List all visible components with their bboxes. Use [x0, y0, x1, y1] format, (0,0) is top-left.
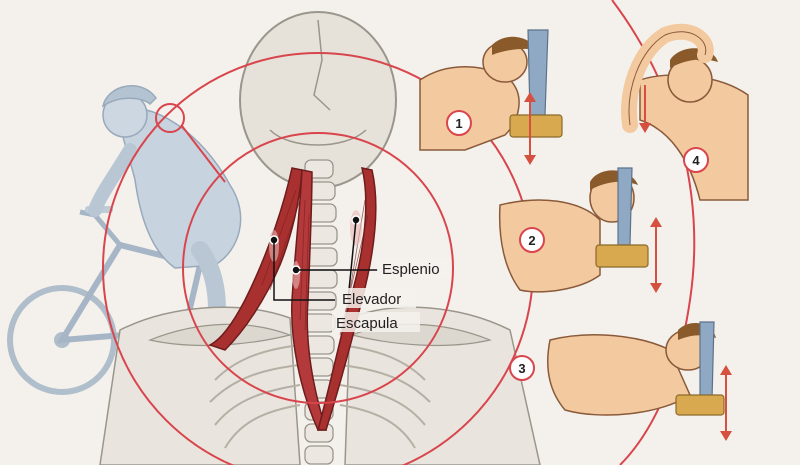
exercise-3-illustration [547, 321, 732, 441]
exercise-3-block [675, 394, 725, 416]
step-badge-2 [519, 227, 545, 253]
exercise-1-block [509, 114, 563, 138]
skull-base-line [269, 129, 367, 146]
step-number-1: 1 [455, 116, 462, 131]
exercise-3-band [699, 321, 715, 401]
step-badge-4 [683, 147, 709, 173]
step-badge-1 [446, 110, 472, 136]
exercise-4-illustration [621, 23, 749, 201]
label-escapula: Escapula [336, 315, 398, 332]
left-shoulder-bone [99, 306, 301, 465]
cyclist-illustration [7, 85, 242, 395]
neck-highlight-circle [155, 103, 185, 133]
exercise-2-band [617, 167, 633, 246]
inner-ring [182, 132, 454, 404]
arrow-down-icon [720, 431, 732, 441]
muscle-label-callouts [269, 215, 378, 301]
skeleton-illustration [99, 11, 541, 465]
exercise-1-hair [492, 36, 538, 55]
skull-suture [313, 19, 331, 111]
elevador-escapula-muscle-left [208, 167, 303, 351]
arrow-up-icon [524, 92, 536, 102]
arrow-up-icon [720, 365, 732, 375]
bike-front-wheel [7, 285, 117, 395]
exercise-3-body [547, 334, 691, 416]
arrow-up-icon [650, 217, 662, 227]
step-number-4: 4 [692, 153, 700, 168]
exercise-2-body [498, 199, 601, 293]
left-clavicle [147, 323, 293, 347]
arrow-down-icon [639, 123, 651, 133]
esplenio-muscle-right [317, 167, 377, 431]
exercise-1-illustration [419, 29, 563, 165]
label-esplenio: Esplenio [382, 261, 440, 278]
bike-handlebar [79, 209, 122, 247]
step-number-3: 3 [518, 361, 525, 376]
exercise-4-arm-outline [628, 31, 707, 126]
neck-highlight-connector [181, 125, 226, 183]
exercise-2-illustration [498, 167, 662, 293]
arrow-down-icon [650, 283, 662, 293]
rider-arm [88, 143, 137, 217]
ribcage [209, 344, 431, 449]
exercise-2-block [595, 244, 649, 268]
step-badge-3 [509, 355, 535, 381]
helmet-icon [101, 85, 157, 108]
step-badges: 1 2 3 4 [446, 110, 709, 381]
callout-line-esplenio-right [347, 219, 357, 301]
step-number-2: 2 [528, 233, 535, 248]
label-elevador: Elevador [342, 291, 401, 308]
callout-line-elevador [273, 240, 335, 301]
arrow-down-icon [524, 155, 536, 165]
